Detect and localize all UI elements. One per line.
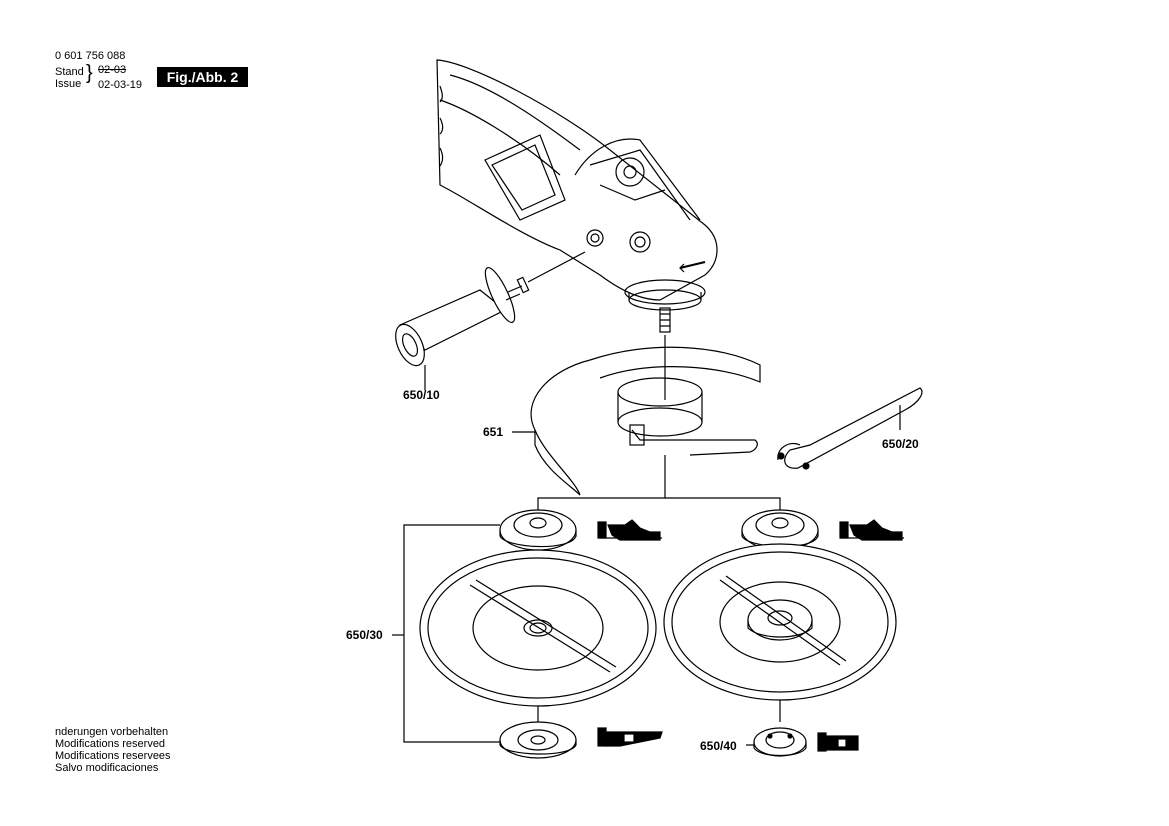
clamping-nut-right [753,727,807,757]
grinding-disc-left [419,549,657,707]
stand-label: Stand [55,66,84,78]
flange-section-symbol-left [597,519,662,541]
callout-pin-spanner: 650/20 [882,437,919,451]
protection-guard-part [512,346,761,496]
figure-badge: Fig./Abb. 2 [157,67,248,87]
part-number: 0 601 756 088 [55,50,126,62]
angle-grinder-body [436,59,718,333]
mounting-flange-left [499,509,577,551]
issue-date: 02-03-19 [98,79,143,91]
modification-notes: nderungen vorbehalten Modifications rese… [55,726,171,774]
flange-set-bracket [403,524,500,743]
auxiliary-handle-part [395,251,586,367]
nut-section-symbol-right [817,732,859,752]
stand-date: 02-03 [98,64,127,76]
grinding-disc-right [663,543,897,701]
callout-protection-guard: 651 [483,425,504,439]
note-spanish: Salvo modificaciones [55,762,159,774]
note-german: nderungen vorbehalten [55,726,169,738]
pin-spanner-part [777,387,923,470]
callout-flange-set: 650/30 [346,628,383,642]
flange-section-symbol-right [839,519,904,541]
brace-symbol: } [86,62,93,84]
callout-clamping-nut: 650/40 [700,739,737,753]
clamping-flange-left [499,721,577,759]
callout-auxiliary-handle: 650/10 [403,388,440,402]
note-english: Modifications reserved [55,738,166,750]
issue-label: Issue [55,78,82,90]
note-french: Modifications reservees [55,750,171,762]
clamping-section-symbol-left [597,727,663,747]
